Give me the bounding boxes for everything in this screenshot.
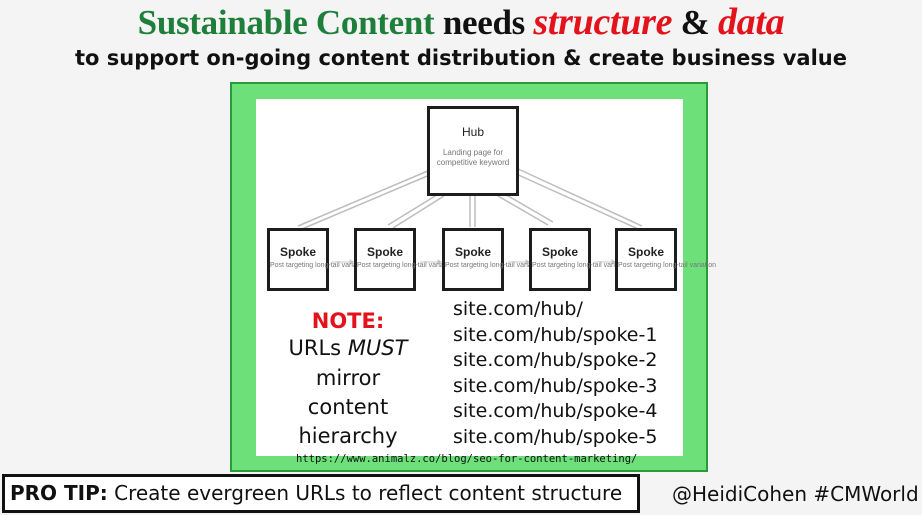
hub-label: Hub [461,125,484,139]
title-part-2: needs [442,3,525,42]
source-citation: https://www.animalz.co/blog/seo-for-cont… [296,453,638,465]
title-part-4: & [680,3,710,42]
note-line-1: URLs MUST [286,336,410,360]
spoke-description: Post targeting long-tail variation [270,262,369,269]
hub-description: Landing page for competitive keyword [436,148,510,167]
url-item-hub: site.com/hub/ [453,298,583,320]
pro-tip-text: Create evergreen URLs to reflect content… [114,481,623,505]
spoke-description: Post targeting long-tail variation [357,262,456,269]
spoke-label: Spoke [366,245,403,259]
pro-tip-box: PRO TIP: Create evergreen URLs to reflec… [2,474,640,513]
note-line-3: content [307,395,389,419]
slide-title: Sustainable Content needs structure & da… [0,2,922,43]
spoke-box-4: Spoke Post targeting long-tail variation [529,228,631,291]
url-item-spoke-2: site.com/hub/spoke-2 [453,349,658,371]
spoke-box-5: Spoke Post targeting long-tail variation [615,228,717,291]
url-item-spoke-5: site.com/hub/spoke-5 [453,425,658,448]
spoke-description: Post targeting long-tail variation [618,262,717,269]
url-item-spoke-1: site.com/hub/spoke-1 [453,323,658,346]
note-line-2: mirror [315,366,381,390]
text-area-background [290,297,683,456]
author-handle: @HeidiCohen #CMWorld [672,482,919,506]
note-line-4: hierarchy [298,424,398,448]
title-part-5: data [717,1,785,43]
hub-box: Hub Landing page for competitive keyword [427,106,519,196]
spoke-label: Spoke [454,245,491,259]
spoke-description: Post targeting long-tail variation [532,262,631,269]
url-item-spoke-3: site.com/hub/spoke-3 [453,374,658,397]
spoke-box-2: Spoke Post targeting long-tail variation [354,228,456,291]
spoke-box-1: Spoke Post targeting long-tail variation [267,228,369,291]
note-urls-word: URLs [288,336,342,360]
spoke-label: Spoke [279,245,316,259]
note-must-word: MUST [347,336,408,360]
spoke-description: Post targeting long-tail variation [445,262,544,269]
spoke-box-3: Spoke Post targeting long-tail variation [442,228,544,291]
title-part-1: Sustainable Content [137,3,435,42]
title-part-3: structure [533,1,673,43]
url-item-spoke-4: site.com/hub/spoke-4 [453,400,658,422]
spoke-label: Spoke [541,245,578,259]
url-list: site.com/hub/ site.com/hub/spoke-1 site.… [453,297,657,450]
pro-tip-label: PRO TIP: [10,481,108,505]
note-heading: NOTE: [311,309,385,333]
spoke-label: Spoke [627,245,664,259]
slide-subtitle: to support on-going content distribution… [75,46,847,70]
